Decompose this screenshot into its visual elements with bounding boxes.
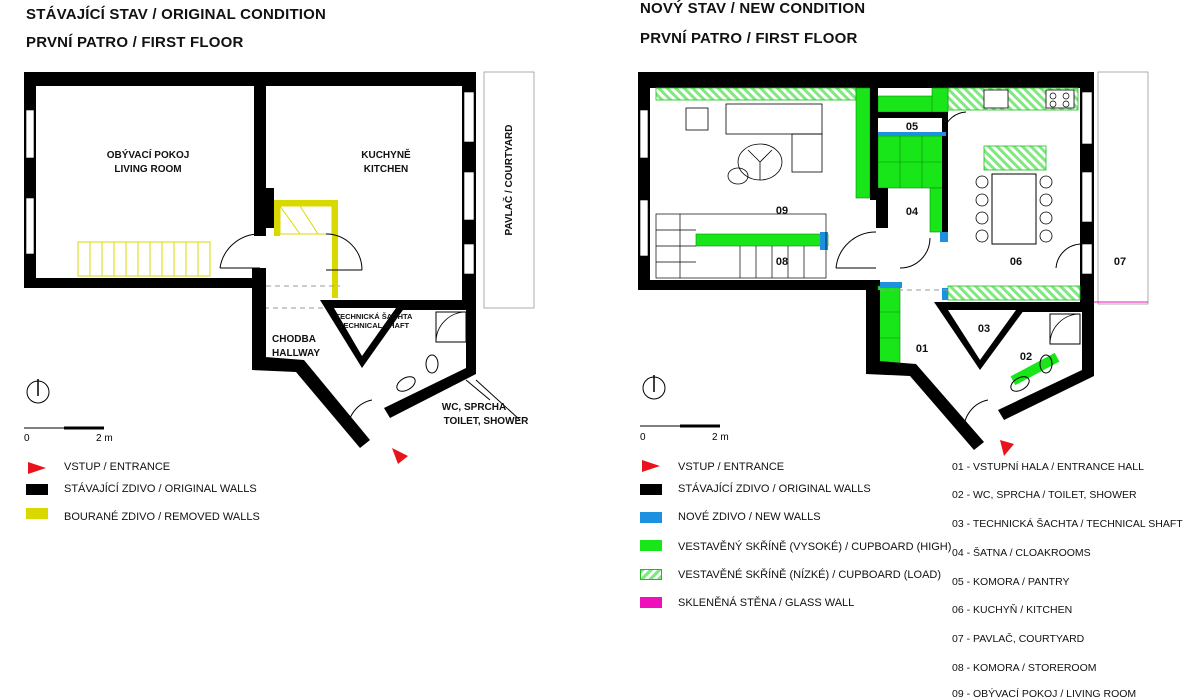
room-01: 01	[916, 343, 928, 355]
left-title: STÁVAJÍCÍ STAV / ORIGINAL CONDITION	[26, 6, 327, 23]
label-hallway-en: HALLWAY	[272, 348, 320, 359]
room-list-item: 03 - TECHNICKÁ ŠACHTA / TECHNICAL SHAFT	[952, 518, 1183, 530]
label-living-en: LIVING ROOM	[114, 164, 181, 175]
legend-swatch-cupboard-low	[640, 569, 662, 580]
room-04: 04	[906, 206, 919, 218]
room-list-item: 04 - ŠATNA / CLOAKROOMS	[952, 547, 1091, 559]
right-floor-plan	[638, 71, 1149, 456]
left-scale-end: 2 m	[96, 433, 113, 444]
label-shaft-en: TECHNICAL SHAFT	[339, 321, 410, 330]
room-list-item: 08 - KOMORA / STOREROOM	[952, 662, 1097, 674]
right-legend-entrance: VSTUP / ENTRANCE	[678, 461, 785, 473]
legend-swatch-original-new	[640, 484, 662, 495]
room-05: 05	[906, 121, 918, 133]
right-title: NOVÝ STAV / NEW CONDITION	[640, 0, 866, 17]
room-list-item: 05 - KOMORA / PANTRY	[952, 576, 1070, 588]
left-scale-start: 0	[24, 433, 30, 444]
label-courtyard: PAVLAČ / COURTYARD	[502, 125, 515, 236]
label-wc-cz: WC, SPRCHA	[442, 402, 506, 413]
room-list-item: 07 - PAVLAČ, COURTYARD	[952, 633, 1085, 645]
entrance-arrow	[392, 448, 408, 464]
legend-swatch-cupboard-high	[640, 540, 662, 551]
right-scale-end: 2 m	[712, 432, 729, 443]
left-north-icon	[26, 379, 50, 404]
legend-swatch-glass-wall	[640, 597, 662, 608]
left-legend-original: STÁVAJÍCÍ ZDIVO / ORIGINAL WALLS	[64, 483, 257, 495]
label-kitchen-cz: KUCHYNĚ	[361, 148, 411, 161]
right-legend-cupboard-low: VESTAVĚNÉ SKŘÍNĚ (NÍZKÉ) / CUPBOARD (LOA…	[678, 569, 942, 581]
room-03: 03	[978, 323, 990, 335]
entrance-arrow-new	[1000, 440, 1014, 456]
right-legend-glass-wall: SKLENĚNÁ STĚNA / GLASS WALL	[678, 597, 855, 609]
room-list-item: 01 - VSTUPNÍ HALA / ENTRANCE HALL	[952, 461, 1144, 473]
right-legend-cupboard-high: VESTAVĚNÝ SKŘÍNĚ (VYSOKÉ) / CUPBOARD (HI…	[678, 541, 952, 553]
label-wc-en: TOILET, SHOWER	[444, 416, 530, 427]
left-subtitle: PRVNÍ PATRO / FIRST FLOOR	[26, 34, 244, 51]
label-living-cz: OBÝVACÍ POKOJ	[107, 148, 190, 161]
room-02: 02	[1020, 351, 1032, 363]
legend-swatch-new-walls	[640, 512, 662, 523]
label-hallway-cz: CHODBA	[272, 334, 316, 345]
right-legend-new-walls: NOVÉ ZDIVO / NEW WALLS	[678, 511, 821, 523]
room-list-item: 02 - WC, SPRCHA / TOILET, SHOWER	[952, 489, 1137, 501]
legend-swatch-removed	[26, 508, 48, 519]
label-shaft-cz: TECHNICKÁ ŠACHTA	[336, 312, 414, 321]
legend-entrance-arrow-icon-new	[642, 460, 660, 472]
left-legend-removed: BOURANÉ ZDIVO / REMOVED WALLS	[64, 511, 260, 523]
room-06: 06	[1010, 256, 1022, 268]
right-north-icon	[642, 375, 666, 400]
room-list-item: 06 - KUCHYŇ / KITCHEN	[952, 604, 1073, 616]
label-kitchen-en: KITCHEN	[364, 164, 408, 175]
legend-entrance-arrow-icon	[28, 462, 46, 474]
legend-swatch-original	[26, 484, 48, 495]
room-07: 07	[1114, 256, 1126, 268]
left-legend-entrance: VSTUP / ENTRANCE	[64, 461, 171, 473]
left-floor-plan	[24, 71, 535, 464]
room-09: 09	[776, 205, 788, 217]
right-scale-start: 0	[640, 432, 646, 443]
right-subtitle: PRVNÍ PATRO / FIRST FLOOR	[640, 30, 858, 47]
room-08: 08	[776, 256, 788, 268]
room-list-item: 09 - OBÝVACÍ POKOJ / LIVING ROOM	[952, 688, 1137, 700]
right-legend-original: STÁVAJÍCÍ ZDIVO / ORIGINAL WALLS	[678, 483, 871, 495]
